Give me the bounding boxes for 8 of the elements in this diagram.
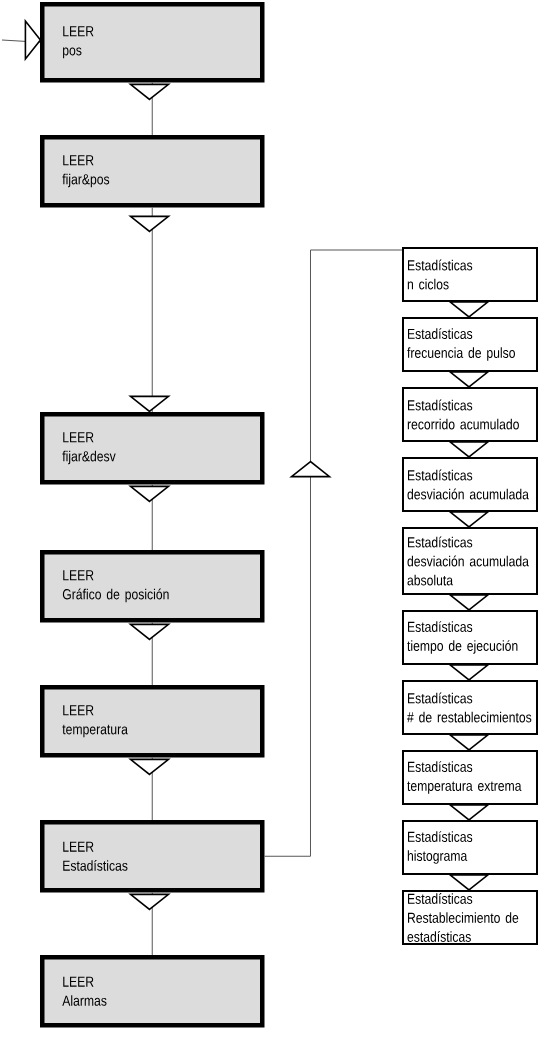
process-box: LEER fijar&desv [40, 412, 265, 485]
process-box: LEER pos [40, 2, 265, 83]
process-box: LEER Gráfico de posición [40, 550, 265, 623]
process-box: LEER Alarmas [40, 955, 265, 1028]
process-box: LEER Estadísticas [40, 820, 265, 893]
process-box: LEER fijar&pos [40, 135, 265, 208]
process-box: LEER temperatura [40, 685, 265, 758]
arrow [264, 249, 403, 857]
